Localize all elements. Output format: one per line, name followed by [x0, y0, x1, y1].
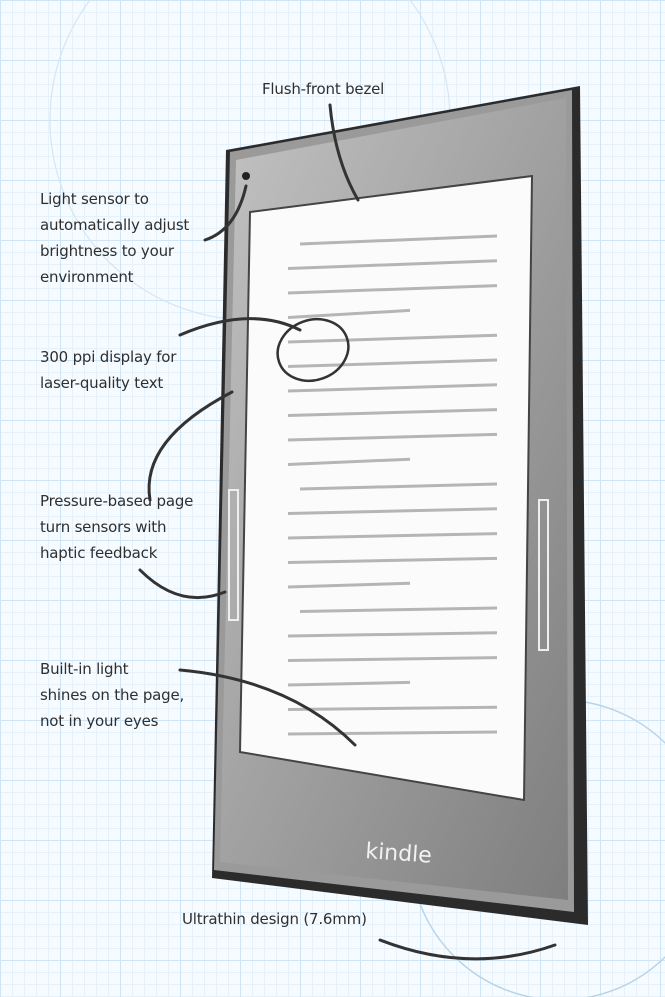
callout-lines: [138, 103, 557, 961]
screen-text-line: [287, 680, 411, 687]
screen-text-line: [287, 383, 498, 393]
page-turn-sensor-right: [538, 499, 549, 651]
screen-text-line: [287, 507, 498, 515]
annotation-built-in-light: Built-in light shines on the page, not i…: [40, 660, 185, 730]
annotation-bezel: Flush-front bezel: [262, 80, 385, 98]
screen-text-line: [287, 705, 498, 711]
screen-text-line: [287, 259, 498, 270]
screen-text-line: [287, 532, 498, 540]
screen-text-line: [287, 284, 498, 295]
screen-text-line: [287, 432, 498, 442]
screen-text-line: [287, 556, 498, 564]
screen-text-line: [287, 308, 411, 319]
screen-text-line: [299, 482, 498, 491]
kindle-logo: kindle: [365, 839, 433, 869]
screen-text-line: [287, 631, 498, 638]
light-sensor: [242, 172, 250, 180]
page-turn-sensor-left: [228, 489, 239, 621]
screen-text-line: [299, 606, 498, 613]
annotation-display: 300 ppi display for laser-quality text: [40, 348, 177, 392]
screen-text-lines: [287, 234, 498, 736]
screen-text-line: [287, 581, 411, 589]
screen-text-line: [287, 333, 498, 344]
screen-text-line: [287, 457, 411, 466]
annotation-page-turn: Pressure-based page turn sensors with ha…: [40, 492, 194, 562]
screen-text-line: [287, 730, 498, 736]
screen-text-line: [287, 656, 498, 662]
annotation-light-sensor: Light sensor to automatically adjust bri…: [40, 190, 190, 286]
screen-text-line: [299, 234, 498, 246]
screen-text-line: [287, 358, 498, 368]
screen-text-line: [287, 408, 498, 417]
display-highlight-circle: [276, 317, 350, 383]
annotation-ultrathin: Ultrathin design (7.6mm): [182, 910, 367, 928]
